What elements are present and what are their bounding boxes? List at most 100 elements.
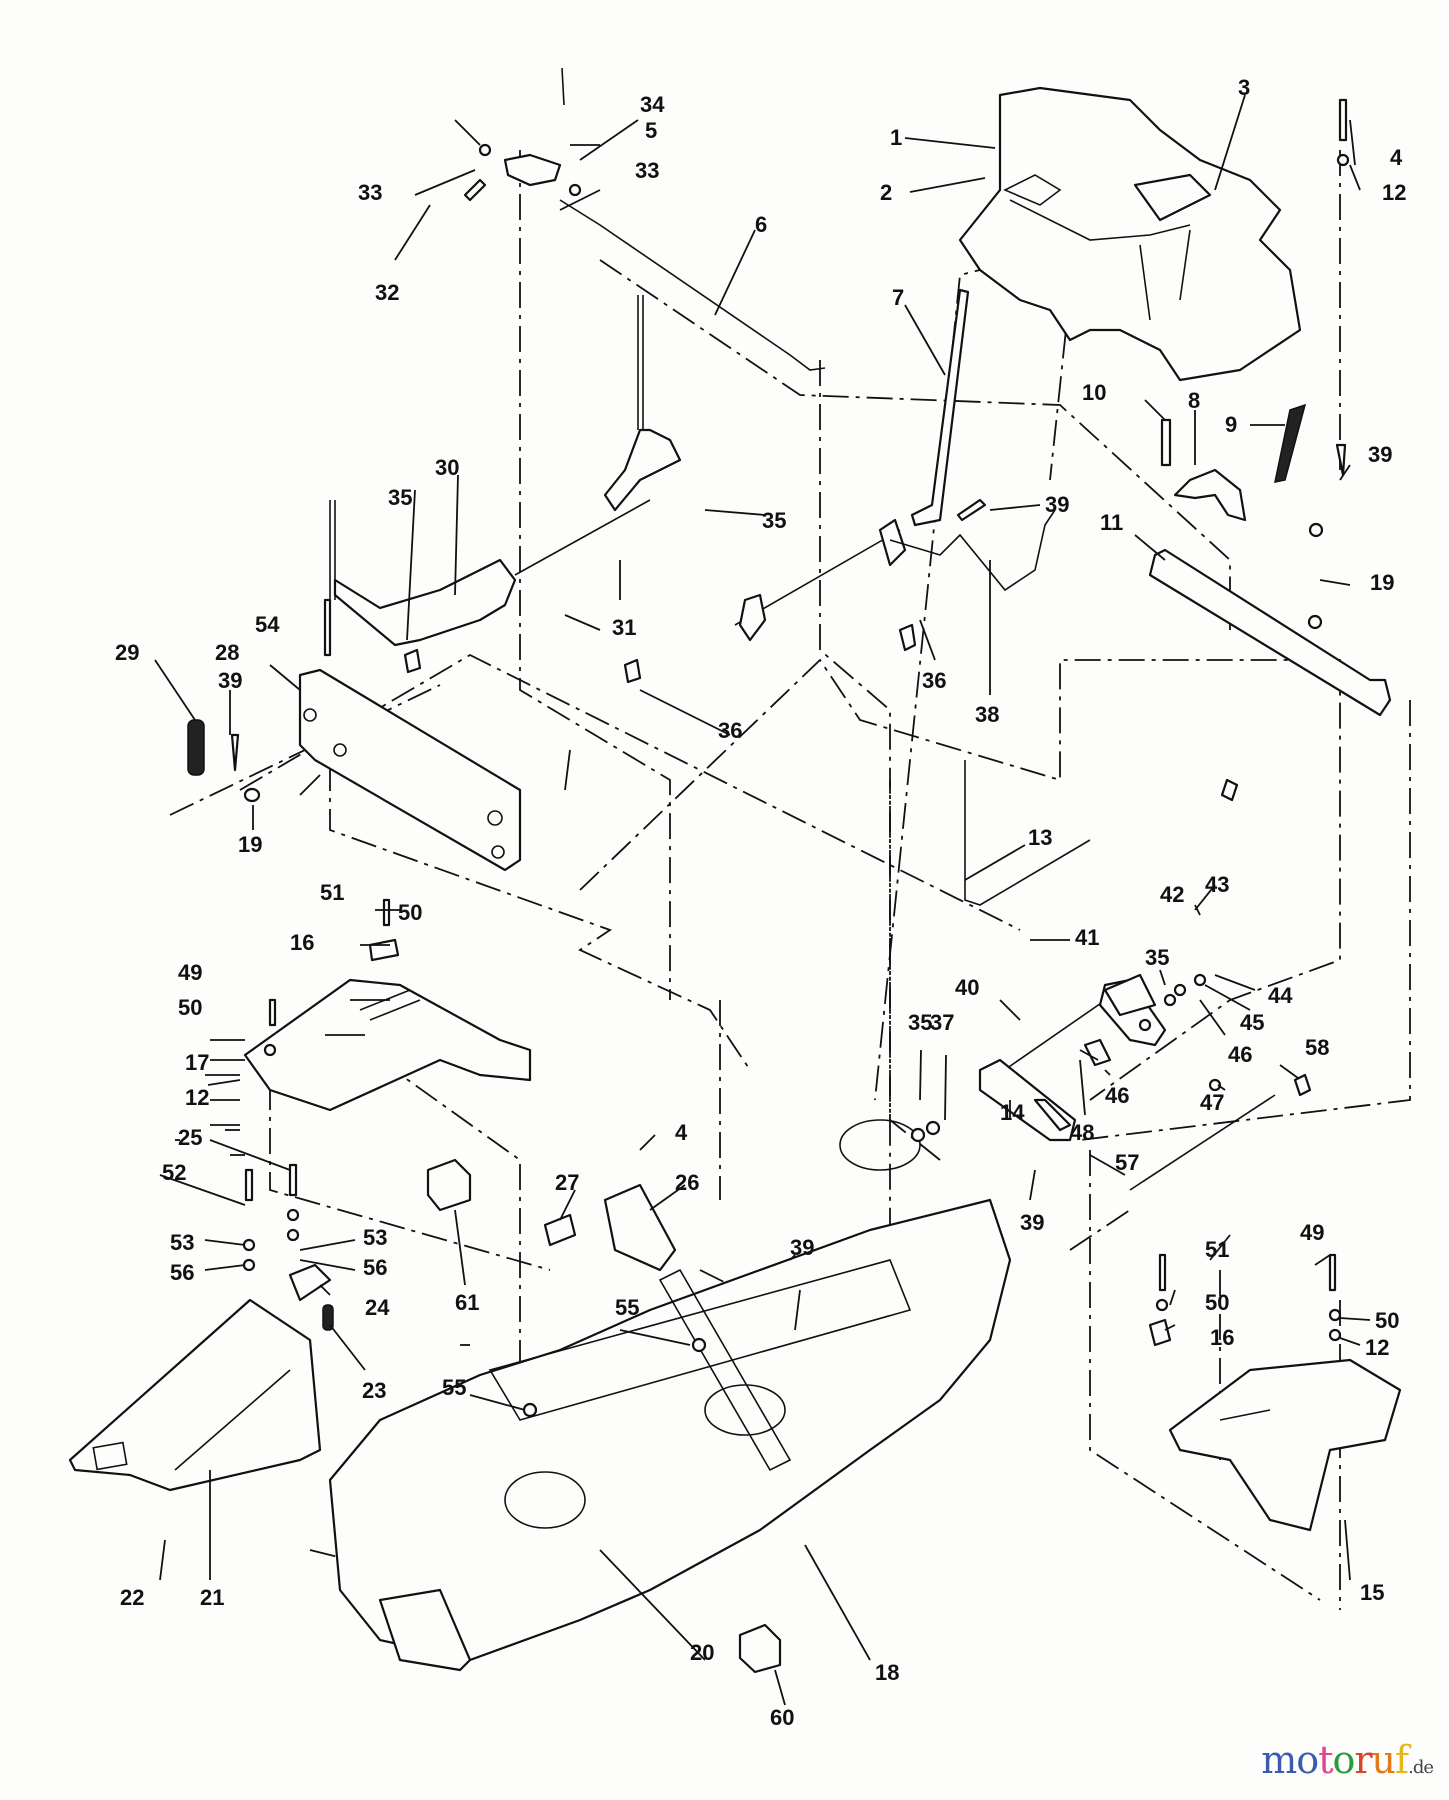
callout-19: 19 <box>238 832 262 857</box>
watermark-letter: f <box>1395 1738 1409 1782</box>
watermark-letter: t <box>1318 1738 1333 1782</box>
callout-25: 25 <box>178 1125 202 1150</box>
callout-50: 50 <box>1205 1290 1229 1315</box>
callout-43: 43 <box>1205 872 1229 897</box>
lift-rod <box>559 199 826 371</box>
callout-42: 42 <box>1160 882 1184 907</box>
callout-35: 35 <box>908 1010 932 1035</box>
callout-39: 39 <box>218 668 242 693</box>
callout-12: 12 <box>1382 180 1406 205</box>
callout-60: 60 <box>770 1705 794 1730</box>
callout-4: 4 <box>1390 145 1403 170</box>
callout-16: 16 <box>290 930 314 955</box>
callout-56: 56 <box>170 1260 194 1285</box>
callout-55: 55 <box>615 1295 639 1320</box>
watermark-letter: r <box>1354 1738 1372 1782</box>
callout-39: 39 <box>790 1235 814 1260</box>
callout-12: 12 <box>185 1085 209 1110</box>
mount-bracket <box>603 1183 677 1272</box>
callout-33: 33 <box>358 180 382 205</box>
callout-56: 56 <box>363 1255 387 1280</box>
callout-51: 51 <box>1205 1237 1229 1262</box>
callout-21: 21 <box>200 1585 224 1610</box>
callout-29: 29 <box>115 640 139 665</box>
callout-49: 49 <box>178 960 202 985</box>
watermark-letter: u <box>1371 1738 1397 1782</box>
callout-31: 31 <box>612 615 636 640</box>
callout-61: 61 <box>455 1290 479 1315</box>
callout-15: 15 <box>1360 1580 1384 1605</box>
lift-link-rod <box>964 760 1091 906</box>
callout-55: 55 <box>442 1375 466 1400</box>
callout-41: 41 <box>1075 925 1099 950</box>
callout-52: 52 <box>162 1160 186 1185</box>
callout-35: 35 <box>388 485 412 510</box>
washer <box>243 787 261 803</box>
callout-16: 16 <box>1210 1325 1234 1350</box>
callout-8: 8 <box>1188 388 1200 413</box>
watermark-suffix: .de <box>1408 1757 1434 1778</box>
callout-12: 12 <box>1365 1335 1389 1360</box>
swivel-block <box>463 67 582 202</box>
callout-4: 4 <box>675 1120 688 1145</box>
watermark-letter: o <box>1296 1738 1319 1782</box>
callout-35: 35 <box>762 508 786 533</box>
callout-33: 33 <box>635 158 659 183</box>
callout-27: 27 <box>555 1170 579 1195</box>
handle-grip <box>1274 403 1307 483</box>
callout-58: 58 <box>1305 1035 1329 1060</box>
callout-26: 26 <box>675 1170 699 1195</box>
callout-11: 11 <box>1100 510 1123 535</box>
callout-39: 39 <box>1045 492 1069 517</box>
callout-1: 1 <box>890 125 902 150</box>
callout-57: 57 <box>1115 1150 1139 1175</box>
belt-cover <box>958 86 1302 382</box>
callout-34: 34 <box>640 92 665 117</box>
callout-39: 39 <box>1020 1210 1044 1235</box>
lift-lever <box>910 288 970 527</box>
callout-19: 19 <box>1370 570 1394 595</box>
callout-labels: 1 2 3 4 4 5 6 7 8 9 10 11 12 12 12 13 14… <box>115 75 1406 1730</box>
callout-54: 54 <box>255 612 280 637</box>
callout-50: 50 <box>398 900 422 925</box>
right-cover <box>1168 1358 1402 1532</box>
callout-20: 20 <box>690 1640 714 1665</box>
callout-46: 46 <box>1105 1083 1129 1108</box>
callout-23: 23 <box>362 1378 386 1403</box>
spacer-block <box>738 1623 782 1674</box>
callout-36: 36 <box>718 718 742 743</box>
rear-bracket <box>1148 548 1392 717</box>
callout-53: 53 <box>170 1230 194 1255</box>
callout-6: 6 <box>755 212 767 237</box>
callout-45: 45 <box>1240 1010 1264 1035</box>
callout-10: 10 <box>1082 380 1106 405</box>
callout-22: 22 <box>120 1585 144 1610</box>
callout-44: 44 <box>1268 983 1293 1008</box>
callout-28: 28 <box>215 640 239 665</box>
callout-7: 7 <box>892 285 904 310</box>
height-gauge <box>1173 468 1247 522</box>
callout-5: 5 <box>645 118 657 143</box>
watermark-letter: m <box>1261 1738 1297 1782</box>
deflector-plate <box>68 1298 322 1492</box>
leader-lines <box>154 94 1371 1706</box>
callout-50: 50 <box>178 995 202 1020</box>
callout-35: 35 <box>1145 945 1169 970</box>
callout-53: 53 <box>363 1225 387 1250</box>
bracket-small <box>288 1263 332 1302</box>
watermark-letter: o <box>1332 1738 1355 1782</box>
callout-49: 49 <box>1300 1220 1324 1245</box>
callout-51: 51 <box>320 880 344 905</box>
callout-18: 18 <box>875 1660 899 1685</box>
callout-9: 9 <box>1225 412 1237 437</box>
callout-40: 40 <box>955 975 979 1000</box>
lift-shaft <box>333 428 907 647</box>
spacer <box>322 1304 334 1331</box>
callout-30: 30 <box>435 455 459 480</box>
callout-13: 13 <box>1028 825 1052 850</box>
callout-50: 50 <box>1375 1308 1399 1333</box>
callout-14: 14 <box>1000 1100 1025 1125</box>
callout-32: 32 <box>375 280 399 305</box>
callout-2: 2 <box>880 180 892 205</box>
